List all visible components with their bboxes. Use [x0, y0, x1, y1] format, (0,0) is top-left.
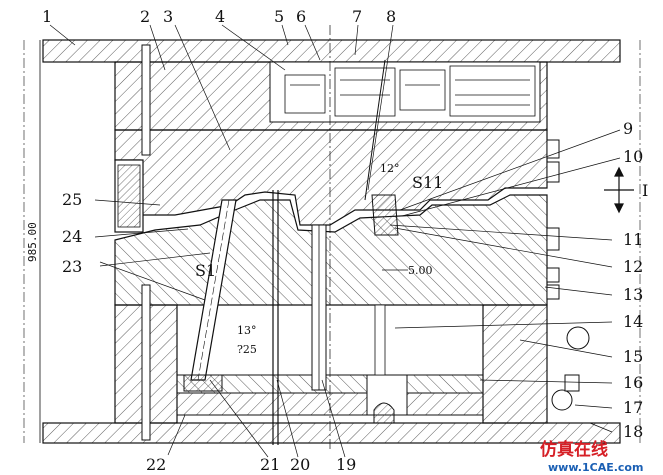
label-2: 2: [140, 7, 150, 26]
label-1: 1: [42, 7, 52, 26]
angle-lifter-text: 13°: [237, 324, 257, 337]
part-number-labels: 1 2 3 4 5 6 7 8 9 10 11 12 13 14 15 16 1…: [42, 7, 643, 474]
label-18: 18: [623, 422, 643, 441]
angle-top-text: 12°: [380, 162, 400, 175]
label-13: 13: [623, 285, 643, 304]
height-dimension-text: 985.00: [26, 222, 39, 262]
label-21: 21: [260, 455, 280, 474]
top-clamp-plate: [42, 39, 621, 63]
label-10: 10: [623, 147, 643, 166]
label-15: 15: [623, 347, 643, 366]
lifter-right-insert: [371, 194, 399, 236]
label-24: 24: [62, 227, 82, 246]
label-9: 9: [623, 119, 633, 138]
inclined-lifter-axis: [197, 199, 230, 381]
left-block-inner: [117, 164, 141, 228]
bottom-clamp-plate: [42, 422, 621, 444]
leader-lines: [49, 24, 621, 458]
label-8: 8: [386, 7, 396, 26]
sprue-puller: [373, 402, 395, 424]
hot-runner-area: [269, 61, 541, 123]
label-3: 3: [163, 7, 173, 26]
watermark-line1: 仿真在线: [540, 439, 608, 460]
label-4: 4: [215, 7, 225, 26]
label-25: 25: [62, 190, 82, 209]
lifter-base: [183, 374, 223, 392]
screw-center: [374, 304, 386, 376]
section-s1-text: S1: [195, 261, 216, 280]
label-23: 23: [62, 257, 82, 276]
label-22: 22: [146, 455, 166, 474]
watermark: 仿真在线 www.1CAE.com: [540, 439, 643, 474]
label-14: 14: [623, 312, 643, 331]
guide-pin-top-left: [141, 44, 151, 156]
label-5: 5: [274, 7, 284, 26]
label-12: 12: [623, 257, 643, 276]
label-16: 16: [623, 373, 643, 392]
label-6: 6: [296, 7, 306, 26]
detail-mark-label: I: [642, 181, 648, 200]
return-pin-left: [141, 284, 151, 441]
label-20: 20: [290, 455, 310, 474]
angle-lifter-2-text: ?25: [237, 343, 257, 356]
label-19: 19: [336, 455, 356, 474]
spacer-block-right: [482, 304, 548, 424]
label-11: 11: [623, 230, 643, 249]
offset-text: 5.00: [408, 264, 433, 277]
label-17: 17: [623, 398, 643, 417]
cooling-fittings: [546, 139, 590, 411]
watermark-line2: www.1CAE.com: [548, 461, 643, 474]
detail-arrow: [604, 166, 634, 214]
lifter-right-rod: [364, 59, 386, 201]
label-7: 7: [352, 7, 362, 26]
hot-runner-components: [284, 65, 536, 117]
section-s11-text: S11: [412, 173, 443, 192]
